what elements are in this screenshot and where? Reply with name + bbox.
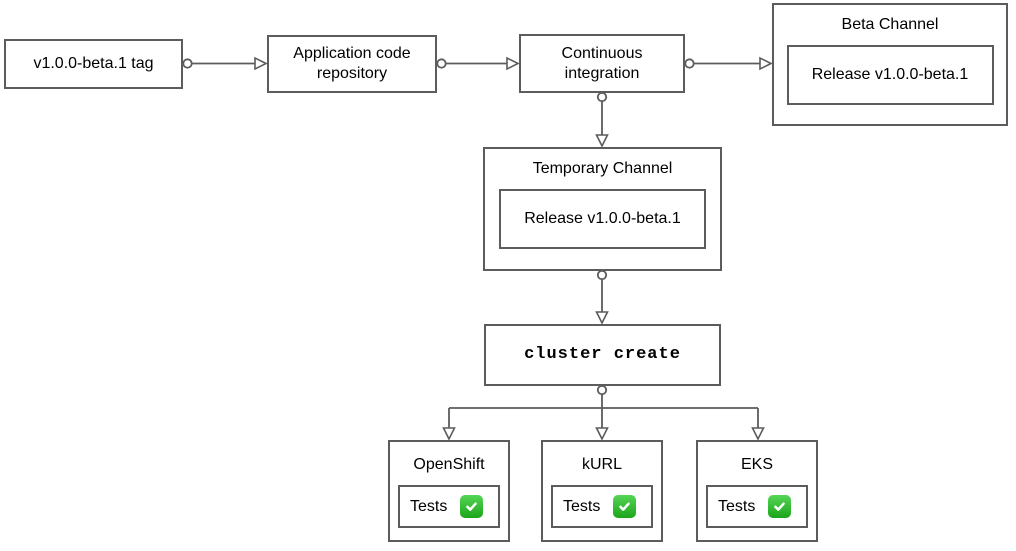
node-version-tag-label: v1.0.0-beta.1 tag xyxy=(33,55,154,72)
arrowhead-down-icon xyxy=(751,427,765,441)
node-version-tag: v1.0.0-beta.1 tag xyxy=(4,39,183,89)
arrowhead-down-icon xyxy=(442,427,456,441)
connector-repository-to-ci xyxy=(436,56,520,71)
group-test-cluster-openshift: OpenShift Tests xyxy=(388,440,510,542)
arrowhead-right-icon xyxy=(254,56,268,71)
group-beta-channel: Beta Channel Release v1.0.0-beta.1 xyxy=(772,3,1008,126)
check-mark-button-icon xyxy=(460,495,484,518)
node-continuous-integration: Continuous integration xyxy=(519,34,685,93)
endpoint-dot-icon xyxy=(596,91,608,103)
connector-ci-to-temporary-channel xyxy=(595,91,609,148)
connector-ci-to-beta-channel xyxy=(684,56,773,71)
group-test-cluster-kurl: kURL Tests xyxy=(541,440,663,542)
arrowhead-down-icon xyxy=(595,311,609,325)
endpoint-dot-icon xyxy=(596,384,608,396)
group-test-cluster-eks: EKS Tests xyxy=(696,440,818,542)
node-cluster-create-command-label: cluster create xyxy=(524,345,681,364)
node-beta-release: Release v1.0.0-beta.1 xyxy=(786,45,994,105)
node-kurl-tests: Tests xyxy=(551,485,653,528)
arrowhead-down-icon xyxy=(595,427,609,441)
kurl-tests-label: Tests xyxy=(563,497,601,515)
endpoint-dot-icon xyxy=(182,58,193,69)
group-kurl-title: kURL xyxy=(581,456,622,473)
group-openshift-title: OpenShift xyxy=(413,456,485,473)
group-temporary-channel: Temporary Channel Release v1.0.0-beta.1 xyxy=(483,147,722,271)
endpoint-dot-icon xyxy=(684,58,695,69)
arrowhead-right-icon xyxy=(506,56,520,71)
node-application-code-repository: Application code repository xyxy=(267,35,437,93)
endpoint-dot-icon xyxy=(436,58,447,69)
group-eks-title: EKS xyxy=(740,456,773,473)
node-eks-tests: Tests xyxy=(706,485,808,528)
group-beta-channel-title: Beta Channel xyxy=(841,16,939,33)
connector-cluster-create-to-test-clusters xyxy=(442,384,765,441)
connector-temporary-channel-to-cluster-create xyxy=(595,269,609,325)
eks-tests-label: Tests xyxy=(718,497,756,515)
connector-tag-to-repository xyxy=(182,56,268,71)
group-temporary-channel-title: Temporary Channel xyxy=(532,160,673,177)
node-temporary-release-label: Release v1.0.0-beta.1 xyxy=(524,210,681,227)
openshift-tests-label: Tests xyxy=(410,497,448,515)
node-temporary-release: Release v1.0.0-beta.1 xyxy=(499,189,706,249)
node-continuous-integration-label: Continuous integration xyxy=(561,44,643,82)
node-beta-release-label: Release v1.0.0-beta.1 xyxy=(811,66,969,83)
arrowhead-down-icon xyxy=(595,134,609,148)
node-application-code-repository-label: Application code repository xyxy=(293,45,411,82)
node-cluster-create-command: cluster create xyxy=(484,324,721,386)
node-openshift-tests: Tests xyxy=(398,485,500,528)
check-mark-button-icon xyxy=(613,495,637,518)
endpoint-dot-icon xyxy=(596,269,608,281)
arrowhead-right-icon xyxy=(759,56,773,71)
check-mark-button-icon xyxy=(768,495,792,518)
